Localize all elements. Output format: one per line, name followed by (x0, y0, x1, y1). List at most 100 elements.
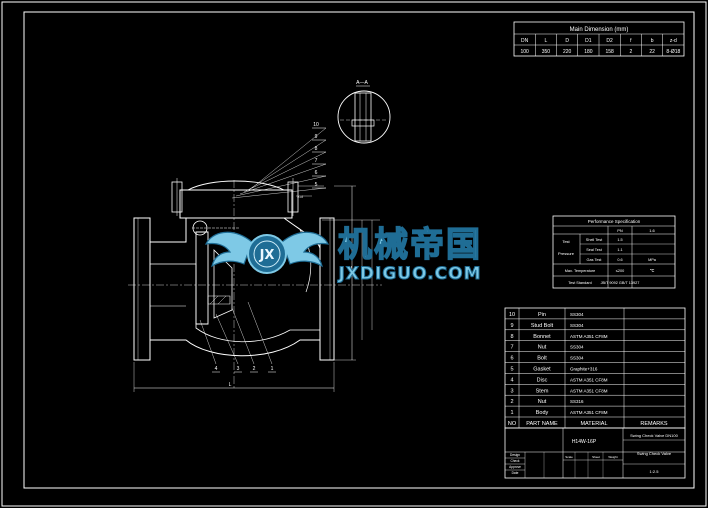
part-number: 7 (510, 345, 513, 351)
callout-leader (251, 127, 327, 189)
watermark: JX 机械帝国 JXDIGUO.COM (204, 224, 482, 285)
dimension-header: D1 (585, 38, 592, 44)
callout-leader (231, 307, 255, 365)
part-name: Stud Bolt (531, 323, 554, 329)
watermark-cn: 机械帝国 (338, 225, 482, 265)
watermark-logo-text: JX (259, 248, 275, 263)
title-ratio: 1:2.5 (650, 469, 660, 474)
part-material: SS304 (570, 345, 584, 350)
part-number: 8 (510, 334, 513, 340)
dimension-value: 100 (520, 49, 529, 55)
part-material: ASTM A351 CF8M (570, 410, 608, 415)
dimension-value: 2 (629, 49, 632, 55)
callout-leader (243, 151, 327, 193)
watermark-wing-right (281, 231, 330, 268)
performance-value: 1.1 (617, 248, 622, 252)
part-material: ASTM A351 CF8M (570, 334, 608, 339)
part-material: ASTM A351 CF8M (570, 388, 608, 393)
title-block-row: Date (512, 471, 519, 475)
title-block-row: Design (510, 453, 520, 457)
performance-item: Shell Test (586, 238, 603, 242)
callout-leader (199, 319, 217, 365)
dimension-header: b (651, 38, 654, 44)
performance-value: 1.5 (617, 238, 622, 242)
performance-value: 0.6 (617, 258, 622, 262)
dimension-header: L (544, 38, 547, 44)
part-name: Disc (537, 377, 548, 383)
inner-frame (23, 11, 695, 489)
section-detail-aa: A—A (337, 80, 391, 144)
callout-leader (247, 301, 273, 365)
callout-number: 6 (315, 170, 318, 176)
performance-group-pressure: Pressure (558, 251, 575, 256)
part-name: Bonnet (533, 334, 551, 340)
title-scale-label: Scale (565, 455, 573, 459)
title-product: Swing Check Valve (637, 451, 672, 456)
callout-number: 5 (315, 182, 318, 188)
callout-number: 9 (315, 134, 318, 140)
dim-label-l: L (229, 382, 232, 388)
watermark-wing-left (204, 231, 253, 268)
title-block: H14W-16P Swing Check Valve DN100 Swing C… (504, 427, 686, 479)
dim-label-zd: z-d (297, 194, 303, 199)
callout-number: 2 (253, 366, 256, 372)
dimension-value: 350 (542, 49, 551, 55)
performance-value: JB/T 9092 GB/T 13927 (601, 281, 640, 285)
part-name: Stem (536, 388, 549, 394)
part-number: 3 (510, 388, 513, 394)
part-material: SS304 (570, 356, 584, 361)
part-number: 4 (510, 377, 513, 383)
title-project: Swing Check Valve DN100 (630, 433, 679, 438)
dimension-header: DN (521, 38, 529, 44)
part-number: 2 (510, 399, 513, 405)
callout-number: 3 (237, 366, 240, 372)
part-name: Bolt (537, 356, 547, 362)
performance-item: Gas Test (587, 258, 603, 262)
title-block-row: Approve (509, 465, 521, 469)
watermark-en: JXDIGUO.COM (337, 264, 481, 284)
dimension-header: D (565, 38, 569, 44)
performance-group-test: Test (562, 239, 570, 244)
part-material: ASTM A351 CF8M (570, 377, 608, 382)
part-material: Graphite+316 (570, 367, 598, 372)
part-number: 10 (509, 312, 515, 318)
dimension-header: f (630, 38, 632, 44)
parts-header-material: MATERIAL (580, 421, 607, 427)
valve-section-drawing (128, 178, 382, 392)
callout-leader (247, 139, 327, 191)
part-material: SS316 (570, 399, 584, 404)
performance-unit: MPa (648, 258, 657, 262)
title-weight-label: Weight (608, 455, 617, 459)
parts-header-remarks: REMARKS (640, 421, 668, 427)
dimension-value: 8-Ø18 (666, 49, 680, 55)
part-number: 9 (510, 323, 513, 329)
dim-label-h: H (348, 266, 352, 272)
dimension-header: D2 (606, 38, 613, 44)
parts-header-name: PART NAME (526, 421, 558, 427)
part-name: Pin (538, 312, 546, 318)
part-material: SS304 (570, 312, 584, 317)
section-label: A—A (356, 80, 368, 86)
callout-number: 1 (271, 366, 274, 372)
parts-header-no: NO (508, 421, 517, 427)
part-name: Gasket (533, 367, 551, 373)
performance-col-pn: PN (617, 228, 623, 233)
callout-leader (231, 187, 327, 199)
performance-item: Test Standard (568, 281, 591, 285)
performance-item: Max. Temperature (565, 269, 596, 273)
callout-number: 8 (315, 146, 318, 152)
part-name: Body (536, 410, 549, 416)
dimension-value: 220 (563, 49, 572, 55)
dimension-value: 158 (605, 49, 614, 55)
title-block-row: Check (510, 459, 519, 463)
part-number: 1 (510, 410, 513, 416)
title-drawing-number: H14W-16P (572, 439, 597, 445)
performance-unit: ℃ (650, 269, 655, 273)
part-name: Nut (538, 399, 547, 405)
dimension-value: 22 (649, 49, 655, 55)
